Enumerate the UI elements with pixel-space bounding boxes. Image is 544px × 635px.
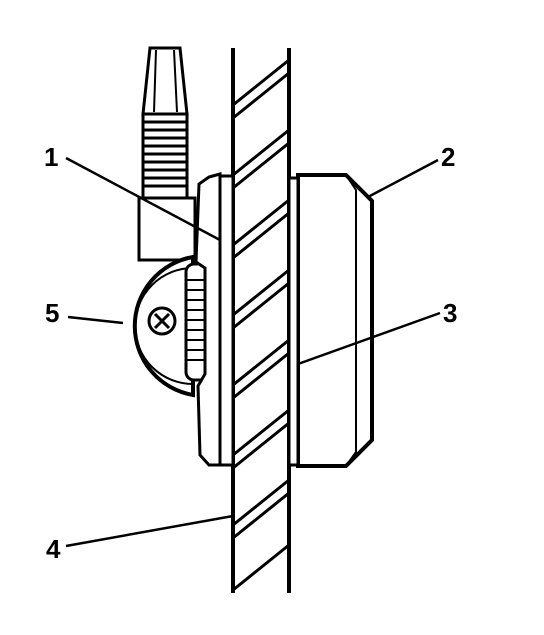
leader-line-5 xyxy=(67,315,124,325)
leader-line-2 xyxy=(367,158,439,199)
panel-section xyxy=(231,48,291,593)
leader-line-3 xyxy=(297,311,441,366)
washer xyxy=(287,176,300,467)
leader-line-4 xyxy=(65,514,234,548)
callout-5: 5 xyxy=(45,298,59,328)
leader-lines xyxy=(65,156,441,548)
gasket xyxy=(194,172,235,467)
antenna-spring-coils xyxy=(143,120,187,188)
callout-1: 1 xyxy=(44,142,58,172)
callout-2: 2 xyxy=(441,142,455,172)
callout-4: 4 xyxy=(46,534,61,564)
antenna-mast xyxy=(137,46,197,262)
leader-line-1 xyxy=(65,156,221,242)
panel-hatching xyxy=(233,58,289,592)
screw-icon xyxy=(147,306,177,336)
callout-3: 3 xyxy=(443,298,457,328)
nut-housing xyxy=(296,173,374,468)
